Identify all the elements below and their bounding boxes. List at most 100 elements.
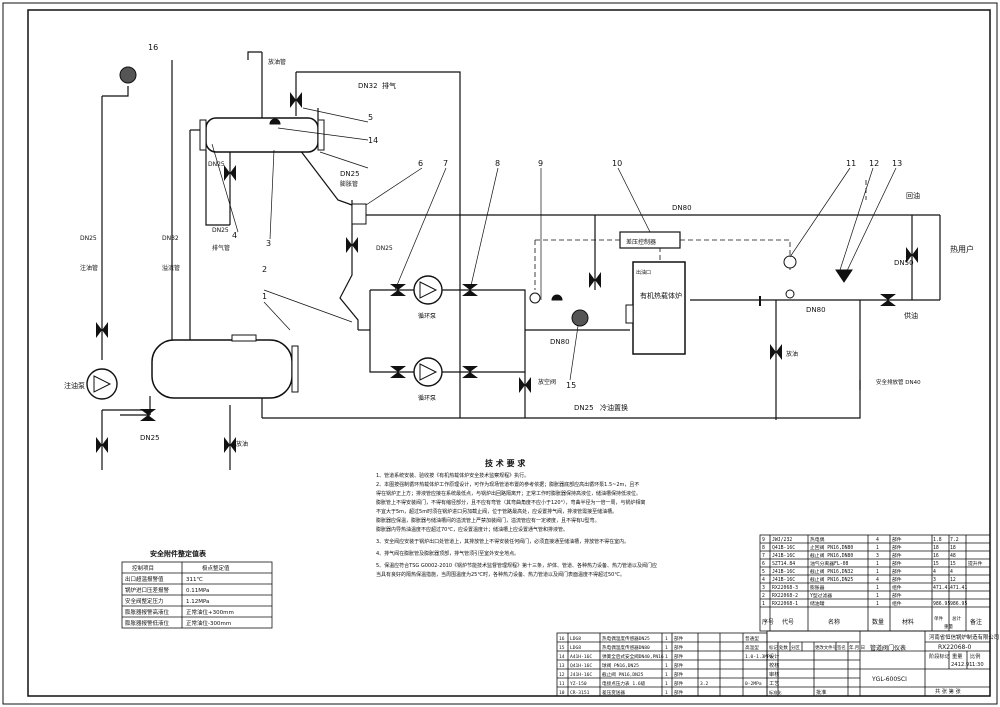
weight-value: 2412.91 — [951, 662, 972, 668]
bom-left-cell: 12 — [559, 672, 565, 678]
label-dn25-a: DN25 — [340, 170, 360, 178]
bom-right-cell: 提升件 — [968, 560, 983, 567]
role-label: 校核 — [769, 661, 779, 669]
label-dn25-tank: DN25 — [208, 161, 225, 168]
safety-cell: 出口超温报警值 — [125, 575, 164, 583]
bom-left-cell: Q41H-16C — [570, 663, 592, 669]
bom-right-cell: 组件 — [892, 600, 902, 607]
label-vent: 排气 — [382, 81, 396, 90]
callout-9: 9 — [538, 159, 543, 168]
label-dn50: DN50 — [894, 259, 914, 267]
model-number: YGL-600SCI — [871, 676, 907, 683]
bom-right-cell: 3 — [933, 577, 936, 583]
rev-header: 签名 — [837, 644, 846, 651]
rev-header: 处数 — [779, 644, 788, 651]
bom-right-cell: Q41B-16C — [772, 545, 795, 551]
role-label: 标准化 — [769, 689, 782, 696]
callout-15: 15 — [566, 381, 576, 390]
oil-fill-pump — [86, 368, 118, 400]
label-dn25-left: DN25 — [80, 235, 97, 242]
safety-cell: 1.12MPa — [186, 599, 209, 605]
bom-left-cell: 13 — [559, 663, 565, 669]
callout-7: 7 — [443, 159, 448, 168]
notes-line: 3、安全阀应安装于锅炉出口处管道上，其排放管上不得安装任何阀门，必须直接通至储油… — [376, 538, 629, 545]
callout-6: 6 — [418, 159, 423, 168]
callout-13: 13 — [892, 159, 902, 168]
bom-right-cell: 7.2 — [950, 537, 959, 543]
bom-right-cell: 膨胀器 — [810, 584, 825, 591]
bom-left-cell: YZ-150 — [570, 681, 587, 687]
bom-right-weight: 重量 — [944, 623, 953, 630]
drawing-number: RX22068-0 — [938, 644, 972, 651]
notes-line: 膨胀器应保温，膨胀器与储油槽间的溢流管上严禁加装阀门，溢流管应有一定坡度，且不得… — [376, 517, 600, 524]
label-dp-controller: 差压控制器 — [626, 238, 656, 246]
bom-right-cell: 6 — [762, 561, 765, 567]
safety-cell: 锅炉进口压差报警 — [125, 586, 170, 594]
bom-left-cell: 普通型 — [745, 635, 759, 642]
label-dn80-mid: DN80 — [550, 338, 570, 346]
label-fill-pipe: 注油管 — [80, 264, 98, 272]
safety-cell: 311℃ — [186, 576, 203, 583]
label-drain-valve: 放空阀 — [538, 378, 556, 386]
bom-right-cell: 部件 — [892, 560, 902, 567]
bom-left-cell: 差压变送器 — [602, 689, 625, 696]
bom-left-cell: 部件 — [674, 662, 684, 669]
leader-lines — [211, 107, 897, 381]
safety-cell: 正常油位-300mm — [186, 619, 231, 627]
label-dn80-top: DN80 — [672, 204, 692, 212]
bom-left-cell: 10 — [559, 690, 565, 696]
bom-right-header: 单件 — [934, 615, 943, 622]
bom-right-cell: Y型过滤器 — [810, 592, 832, 599]
bom-left-cell: 截止阀 PN16,DN25 — [602, 671, 644, 678]
bom-right-cell: 组件 — [892, 584, 902, 591]
bom-right-cell: 12 — [950, 577, 956, 583]
bom-right-cell: 1.8 — [933, 537, 942, 543]
bom-right-cell: JWJ/232 — [772, 537, 792, 543]
bom-right-cell: 储油罐 — [810, 600, 825, 607]
circulation-pump-bottom — [413, 357, 443, 387]
bom-right-cell: 48 — [950, 553, 956, 559]
bom-right-cell: 16 — [933, 553, 939, 559]
bom-left-cell: 14 — [559, 654, 565, 660]
bom-left-cell: 弹簧全启式安全阀DN40,PN16 — [602, 653, 664, 660]
notes-line: 膨胀器内导热油温度不应超过70℃，应设置温度计；储油槽上应设置通气管和排液管。 — [376, 526, 568, 533]
bom-left-cell: 1 — [665, 681, 668, 687]
signal-lines — [534, 180, 867, 290]
bom-right-cell: 1 — [876, 585, 879, 591]
bom-right-header: 材料 — [902, 618, 914, 626]
bom-left-cell: 1 — [665, 672, 668, 678]
bom-left-cell: 1 — [665, 645, 668, 651]
label-oil-pump: 注油泵 — [64, 381, 85, 390]
rev-header: 分区 — [791, 644, 800, 651]
notes-line: 5、保温应符合TSG G0002-2010《锅炉节能技术监督管理规程》第十三条，… — [376, 562, 657, 569]
notes-line: 不宜大于5m，超过5m时须在锅炉进口另加截止阀，位于管路最高处，应设置排气阀，排… — [376, 508, 617, 515]
role-label: 设计 — [769, 652, 779, 660]
label-dn32-vent: DN32 — [358, 82, 378, 90]
safety-table-title: 安全附件整定值表 — [150, 549, 207, 558]
callout-12: 12 — [869, 159, 879, 168]
bom-left-cell: LDG8 — [570, 636, 581, 642]
bom-left-cell: 部件 — [674, 689, 684, 696]
notes-line: 膨胀管上不得安装阀门，不得有缩径部分，且不应有弯管（其弯曲角度不应小于120°）… — [376, 499, 646, 506]
notes-line: 得在锅炉正上方；排液管应接在系统最低点，与锅炉出回路隔离开；正常工作时膨胀器保持… — [376, 490, 641, 497]
bom-right-cell: 部件 — [892, 568, 902, 575]
callout-numbers: 1 2 3 4 5 6 7 8 9 10 11 12 13 14 15 16 — [148, 43, 902, 390]
bom-right-header: 备注 — [970, 618, 982, 626]
bom-right-cell: 油气分离器FL-08 — [810, 560, 849, 567]
pipe-labels: DN32 排气 放油管 DN25 膨胀管 DN80 回油 热用户 DN50 供油… — [64, 58, 974, 448]
bom-left-cell: A41H-16C — [570, 654, 592, 660]
label-circ-pump-bottom: 循环泵 — [418, 394, 436, 402]
title-block: 河南省恒信锅炉制造有限公司 RX22068-0 管道阀门仪表 YGL-600SC… — [766, 630, 999, 697]
bom-left-cell: 3.2 — [700, 681, 709, 687]
weight-label: 重量 — [952, 652, 962, 660]
bom-right-cell: RX22068-2 — [772, 593, 798, 599]
safety-header: 极点整定值 — [202, 564, 230, 572]
bom-right-cell: 部件 — [892, 576, 902, 583]
bom-right-cell: J41B-16C — [772, 569, 795, 575]
bom-right-cell: 截止阀 PN16,DN25 — [810, 576, 853, 583]
label-return-oil: 回油 — [906, 191, 920, 200]
